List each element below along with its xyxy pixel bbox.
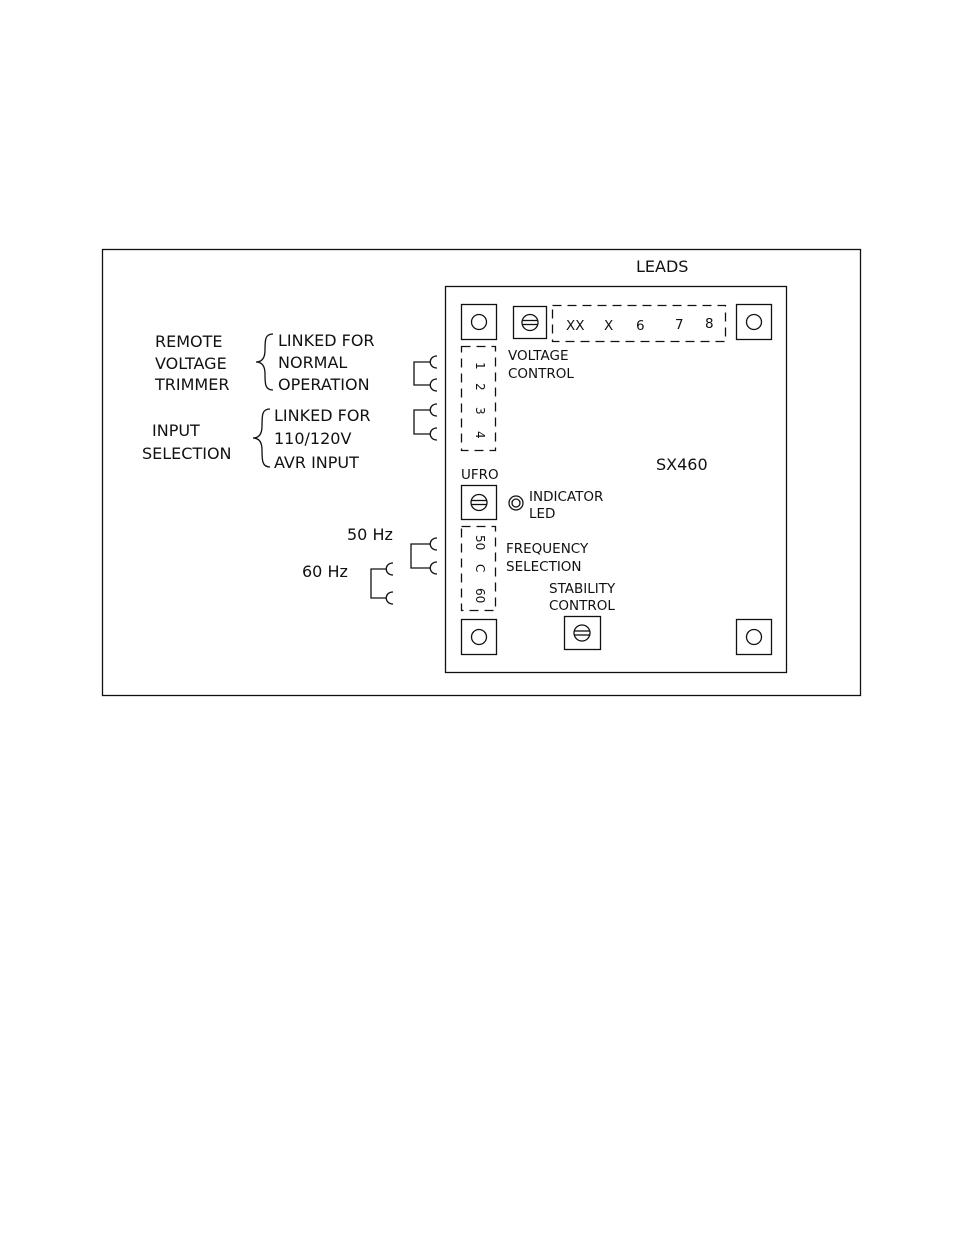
- ufro-label: UFRO: [461, 467, 499, 483]
- linked-110-line1: LINKED FOR: [274, 406, 371, 425]
- remote-voltage-trimmer-link: [414, 356, 437, 391]
- terminal-3: 3: [473, 407, 487, 415]
- hz-60-label: 60 Hz: [302, 562, 348, 581]
- indicator-led-line2: LED: [529, 506, 555, 522]
- indicator-led-icon: [509, 496, 523, 510]
- freq-terminal-50: 50: [473, 535, 487, 550]
- frequency-selection-line1: FREQUENCY: [506, 541, 589, 557]
- linked-normal-line1: LINKED FOR: [278, 331, 375, 350]
- stability-control-line2: CONTROL: [549, 598, 615, 614]
- linked-110-line2: 110/120V: [274, 429, 351, 448]
- lead-terminal-6: 6: [636, 318, 645, 334]
- terminal-4: 4: [473, 431, 487, 439]
- terminal-1: 1: [473, 362, 487, 370]
- remote-voltage-trimmer-line1: REMOTE: [155, 332, 223, 351]
- lead-terminal-8: 8: [705, 316, 714, 332]
- stability-control-potentiometer-icon: [565, 617, 601, 650]
- mounting-hole-bottom-left: [462, 620, 497, 655]
- mounting-hole-top-right: [737, 305, 772, 340]
- brace-icon: [253, 409, 270, 467]
- frequency-link-60hz: [371, 563, 393, 604]
- frequency-link-50hz: [411, 538, 437, 574]
- stability-control-line1: STABILITY: [549, 581, 616, 597]
- input-selection-line1: INPUT: [152, 421, 200, 440]
- terminal-2: 2: [473, 383, 487, 391]
- remote-voltage-trimmer-line3: TRIMMER: [154, 375, 229, 394]
- linked-110-line3: AVR INPUT: [274, 453, 359, 472]
- lead-terminal-x: X: [604, 318, 613, 334]
- linked-normal-line3: OPERATION: [278, 375, 370, 394]
- lead-terminal-7: 7: [675, 317, 684, 333]
- mounting-hole-top-left: [462, 305, 497, 340]
- input-selection-line2: SELECTION: [142, 444, 232, 463]
- voltage-control-label-line1: VOLTAGE: [508, 348, 568, 364]
- input-selection-link: [414, 404, 437, 440]
- linked-normal-line2: NORMAL: [278, 353, 347, 372]
- brace-icon: [256, 334, 273, 390]
- voltage-control-label-line2: CONTROL: [508, 366, 574, 382]
- leads-label: LEADS: [636, 257, 688, 276]
- model-label: SX460: [656, 455, 708, 474]
- indicator-led-line1: INDICATOR: [529, 489, 603, 505]
- freq-terminal-60: 60: [473, 588, 487, 603]
- remote-voltage-trimmer-line2: VOLTAGE: [155, 354, 227, 373]
- lead-terminal-xx: XX: [566, 318, 585, 334]
- frequency-selection-line2: SELECTION: [506, 559, 582, 575]
- freq-terminal-c: C: [473, 564, 487, 572]
- hz-50-label: 50 Hz: [347, 525, 393, 544]
- ufro-potentiometer-icon: [462, 486, 497, 520]
- voltage-control-potentiometer-icon: [514, 307, 547, 339]
- mounting-hole-bottom-right: [737, 620, 772, 655]
